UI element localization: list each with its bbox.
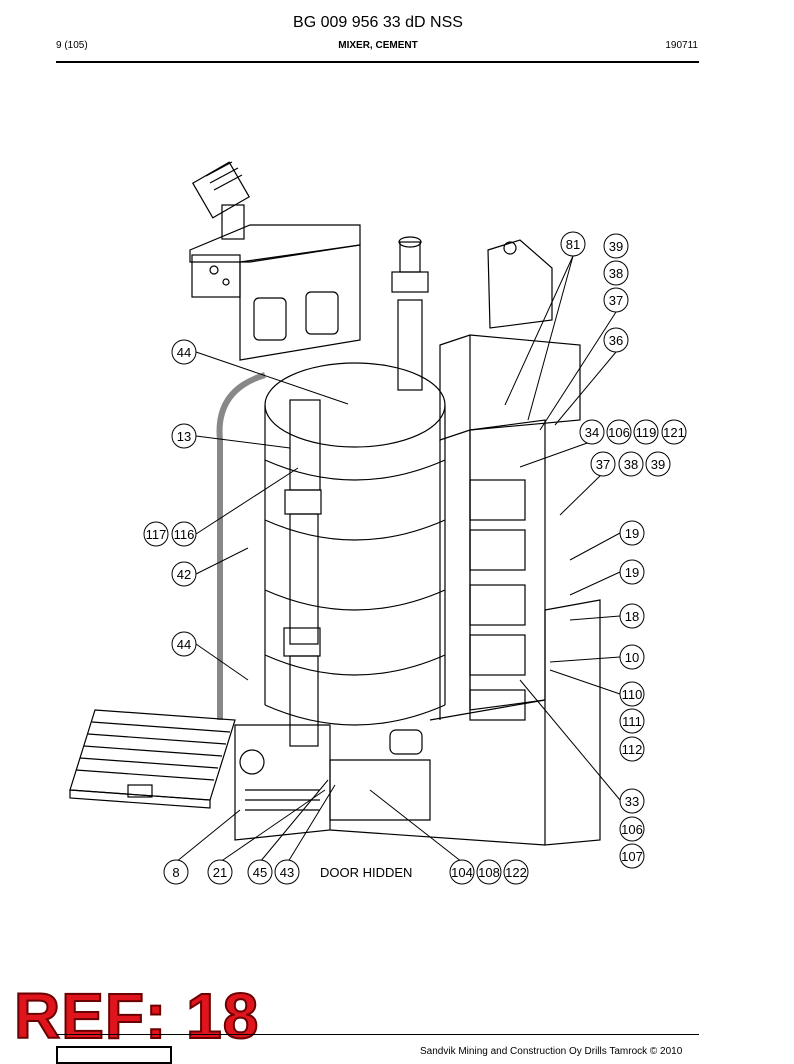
footer-copyright: Sandvik Mining and Construction Oy Drill…	[420, 1046, 683, 1057]
page-number: 9 (105)	[56, 40, 88, 51]
callout-21: 21	[207, 859, 233, 885]
mount-frame	[239, 244, 361, 361]
svg-text:44: 44	[177, 345, 191, 360]
callout-106: 106	[606, 419, 632, 445]
svg-text:8: 8	[172, 865, 179, 880]
callout-119: 119	[633, 419, 659, 445]
date-code: 190711	[665, 40, 698, 51]
reference-stamp: REF: 18	[13, 980, 260, 1052]
svg-text:37: 37	[596, 457, 610, 472]
base-plate	[234, 724, 331, 841]
svg-text:18: 18	[625, 609, 639, 624]
side-plate	[191, 254, 241, 298]
callout-110: 110	[619, 681, 645, 707]
callout-36: 36	[603, 327, 629, 353]
svg-text:39: 39	[651, 457, 665, 472]
svg-text:107: 107	[621, 849, 643, 864]
callout-37: 37	[603, 287, 629, 313]
svg-text:39: 39	[609, 239, 623, 254]
svg-text:19: 19	[625, 565, 639, 580]
svg-text:38: 38	[624, 457, 638, 472]
callout-bubbles: 81 39 38 37 36 44 13 34 106 119 121 37 3…	[143, 231, 687, 885]
svg-text:43: 43	[280, 865, 294, 880]
handrail	[216, 372, 266, 720]
door-hidden-note: DOOR HIDDEN	[320, 865, 412, 880]
callout-81: 81	[560, 231, 586, 257]
svg-text:116: 116	[174, 527, 195, 542]
svg-text:108: 108	[478, 865, 500, 880]
callout-39: 39	[645, 451, 671, 477]
svg-text:38: 38	[609, 266, 623, 281]
callout-111: 111	[619, 708, 645, 734]
callout-37: 37	[590, 451, 616, 477]
callout-44: 44	[171, 339, 197, 365]
svg-text:122: 122	[505, 865, 527, 880]
svg-text:44: 44	[177, 637, 191, 652]
callout-121: 121	[661, 419, 687, 445]
callout-19: 19	[619, 520, 645, 546]
callout-116: 116	[171, 521, 197, 547]
svg-text:45: 45	[253, 865, 267, 880]
callout-13: 13	[171, 423, 197, 449]
side-frame	[544, 599, 601, 846]
machine-illustration	[69, 161, 601, 846]
svg-text:106: 106	[608, 425, 630, 440]
callout-108: 108	[476, 859, 502, 885]
callout-104: 104	[449, 859, 475, 885]
callout-44: 44	[171, 631, 197, 657]
callout-38: 38	[603, 260, 629, 286]
callout-19: 19	[619, 559, 645, 585]
valve-block-panel	[469, 419, 546, 711]
callout-112: 112	[619, 736, 645, 762]
svg-text:106: 106	[621, 822, 643, 837]
callout-122: 122	[503, 859, 529, 885]
callout-117: 117	[143, 521, 169, 547]
callout-34: 34	[579, 419, 605, 445]
svg-text:10: 10	[625, 650, 639, 665]
callout-33: 33	[619, 788, 645, 814]
svg-text:119: 119	[636, 425, 657, 440]
callout-45: 45	[247, 859, 273, 885]
svg-text:19: 19	[625, 526, 639, 541]
svg-text:33: 33	[625, 794, 639, 809]
svg-text:13: 13	[177, 429, 191, 444]
svg-text:21: 21	[213, 865, 227, 880]
vertical-pipe	[397, 299, 423, 391]
svg-text:110: 110	[622, 687, 643, 702]
svg-text:121: 121	[663, 425, 685, 440]
tank-top	[264, 362, 446, 448]
leader-lines	[175, 255, 621, 863]
callout-106: 106	[619, 816, 645, 842]
svg-text:117: 117	[146, 527, 167, 542]
svg-text:42: 42	[177, 567, 191, 582]
svg-text:111: 111	[622, 714, 642, 729]
tank-bottom	[264, 704, 446, 726]
svg-text:104: 104	[451, 865, 473, 880]
callout-18: 18	[619, 603, 645, 629]
section-title: MIXER, CEMENT	[338, 40, 418, 51]
document-number: BG 009 956 33 dD NSS	[293, 14, 463, 31]
callout-8: 8	[163, 859, 189, 885]
svg-text:81: 81	[566, 237, 580, 252]
svg-text:34: 34	[585, 425, 599, 440]
footer-rule	[56, 1034, 699, 1035]
header-rule	[56, 61, 699, 63]
lamp-bracket	[221, 204, 245, 240]
svg-text:36: 36	[609, 333, 623, 348]
svg-text:37: 37	[609, 293, 623, 308]
callout-43: 43	[274, 859, 300, 885]
callout-107: 107	[619, 843, 645, 869]
company-logo	[56, 1046, 172, 1064]
callout-38: 38	[618, 451, 644, 477]
callout-39: 39	[603, 233, 629, 259]
svg-text:112: 112	[622, 742, 643, 757]
callout-42: 42	[171, 561, 197, 587]
callout-10: 10	[619, 644, 645, 670]
upper-bracket	[487, 239, 553, 329]
work-lamp	[191, 161, 251, 219]
